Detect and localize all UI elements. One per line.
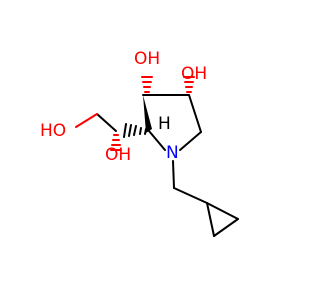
bond-c2prime-o: [75, 113, 98, 128]
molecule-structure-diagram: OH OH HO OH N H: [40, 49, 239, 237]
stereo-hydrogen-label: H: [158, 114, 171, 134]
nitrogen-label: N: [166, 143, 179, 163]
bond-c4-c5: [188, 94, 202, 133]
hashed-bond-c3-oh: [141, 76, 153, 93]
bond-n-c2: [148, 130, 166, 151]
bond-cyclopropyl-b: [206, 202, 215, 237]
hashed-bond-c2-c1prime: [123, 123, 147, 138]
bond-n-ch2: [172, 160, 175, 189]
wedge-bond-c2-c3: [143, 95, 152, 133]
hydroxyl-label-c4: OH: [181, 64, 207, 84]
bond-c1prime-c2prime: [96, 113, 117, 132]
bond-ch2-cyclopropyl: [173, 187, 208, 204]
hydroxyl-label-c1prime: OH: [105, 145, 131, 165]
bond-c5-n: [179, 131, 202, 151]
hydroxyl-label-c2prime: HO: [40, 121, 66, 141]
bond-cyclopropyl-a: [206, 202, 239, 220]
hashed-bond-c1prime-oh: [110, 134, 122, 151]
bond-cyclopropyl-c: [213, 218, 239, 237]
hydroxyl-label-c3: OH: [134, 49, 160, 69]
hashed-bond-c4-oh: [183, 76, 195, 93]
